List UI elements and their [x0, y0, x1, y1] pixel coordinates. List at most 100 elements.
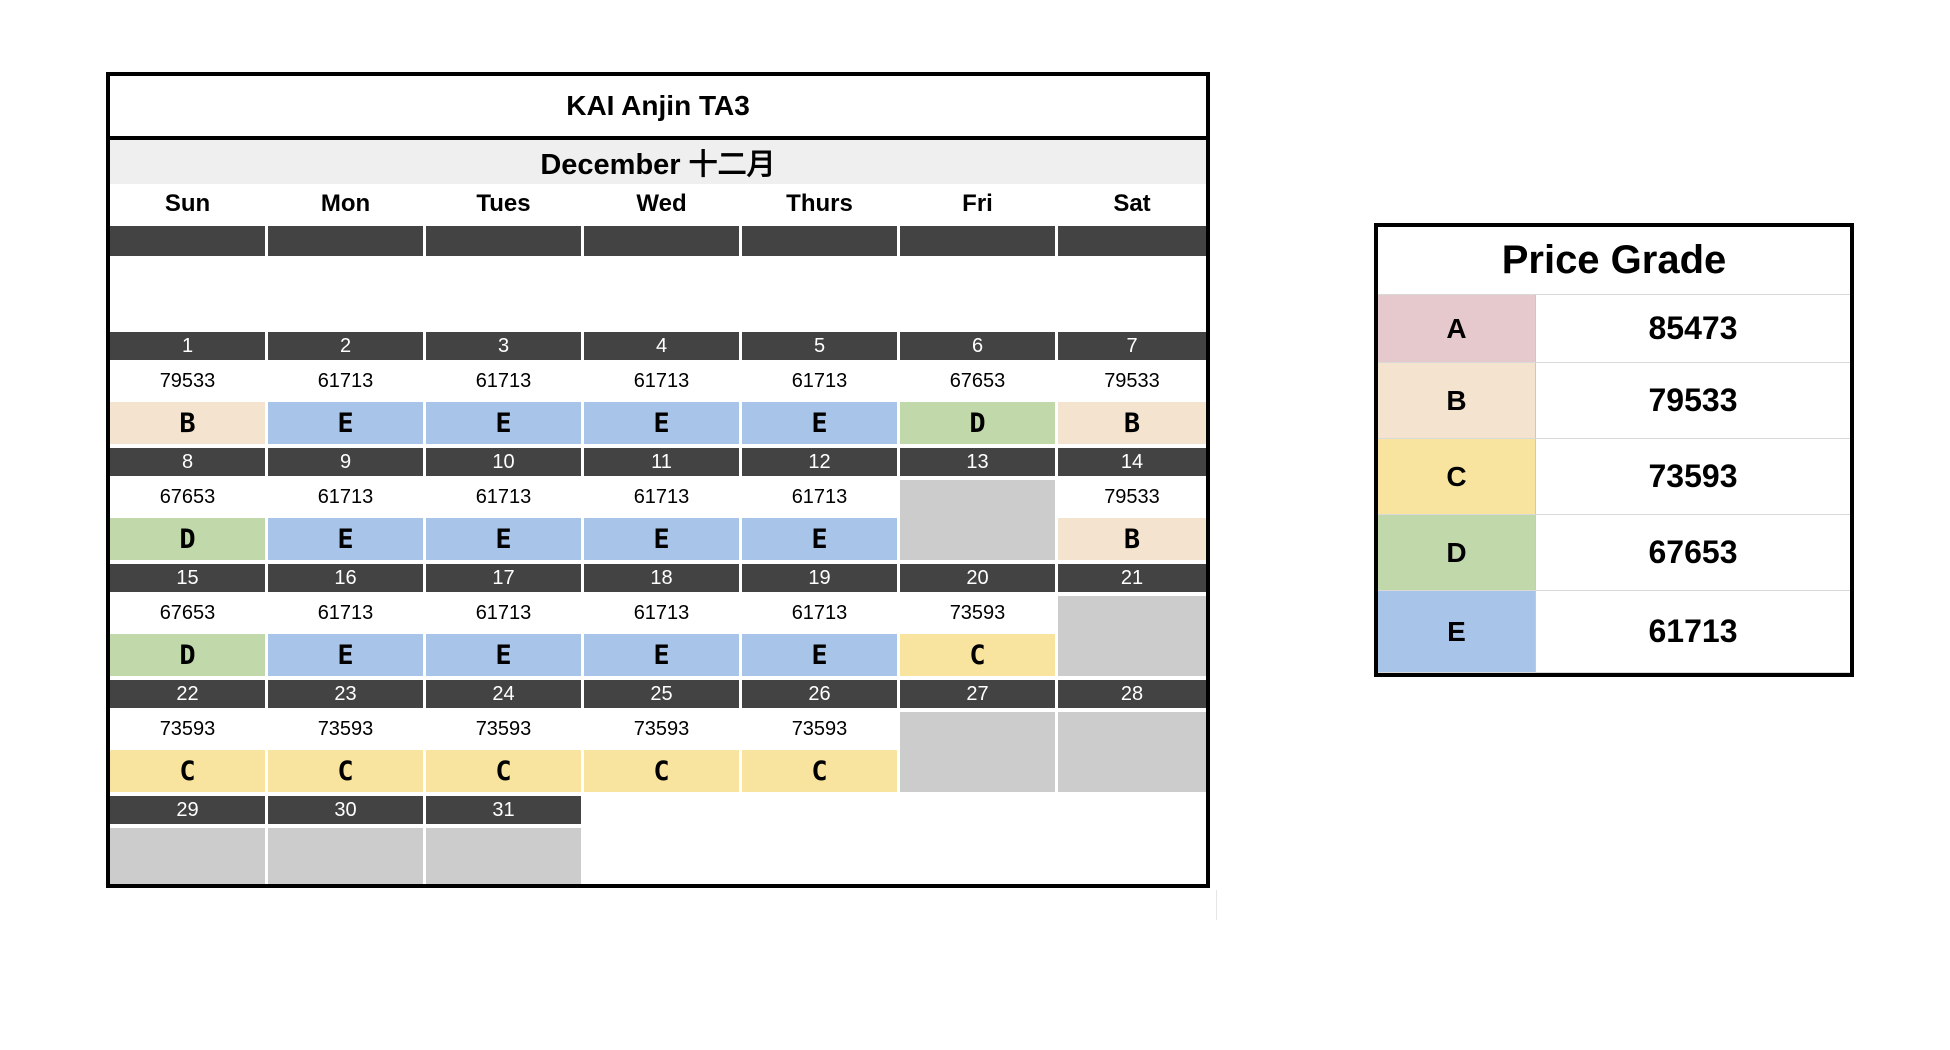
day-grade: E [268, 518, 423, 560]
unavailable-day [110, 828, 265, 884]
day-price: 61713 [268, 480, 423, 514]
day-of-week-header: Wed [584, 186, 739, 222]
legend-row: B 79533 [1378, 363, 1850, 439]
day-number: 15 [110, 564, 265, 592]
day-number: 21 [1058, 564, 1206, 592]
day-of-week-header: Thurs [742, 186, 897, 222]
day-grade: B [1058, 518, 1206, 560]
day-grade: E [268, 402, 423, 444]
day-number: 6 [900, 332, 1055, 360]
day-grade: D [110, 518, 265, 560]
day-price: 61713 [584, 364, 739, 398]
day-grade: E [742, 634, 897, 676]
day-of-week-header: Sat [1058, 186, 1206, 222]
empty-cell [742, 260, 897, 292]
legend-row: C 73593 [1378, 439, 1850, 515]
legend-grade: A [1378, 295, 1536, 362]
day-price: 79533 [110, 364, 265, 398]
legend-grade: D [1378, 515, 1536, 590]
day-number: 1 [110, 332, 265, 360]
day-number: 17 [426, 564, 581, 592]
day-grade: C [110, 750, 265, 792]
unavailable-day [900, 480, 1055, 560]
day-grade: C [268, 750, 423, 792]
day-price: 67653 [110, 596, 265, 630]
day-price: 61713 [268, 364, 423, 398]
day-number: 8 [110, 448, 265, 476]
empty-cell [110, 296, 265, 328]
day-number: 19 [742, 564, 897, 592]
empty-cell [742, 296, 897, 328]
day-number: 31 [426, 796, 581, 824]
day-grade: E [742, 518, 897, 560]
legend-grade: B [1378, 363, 1536, 438]
legend-row: A 85473 [1378, 295, 1850, 363]
day-grade: B [110, 402, 265, 444]
day-number: 30 [268, 796, 423, 824]
day-grade: C [426, 750, 581, 792]
empty-cell [900, 296, 1055, 328]
day-number: 18 [584, 564, 739, 592]
day-price: 61713 [742, 364, 897, 398]
day-price: 61713 [742, 596, 897, 630]
day-price: 61713 [426, 596, 581, 630]
legend-price: 85473 [1648, 310, 1738, 346]
day-price: 61713 [584, 596, 739, 630]
day-number: 2 [268, 332, 423, 360]
day-number: 20 [900, 564, 1055, 592]
calendar-month: December 十二月 [110, 140, 1206, 184]
day-grade: E [268, 634, 423, 676]
day-number: 14 [1058, 448, 1206, 476]
day-grade: E [584, 518, 739, 560]
day-number: 22 [110, 680, 265, 708]
legend-price: 79533 [1648, 382, 1738, 418]
day-price: 61713 [426, 480, 581, 514]
empty-cell [268, 296, 423, 328]
day-grade: E [426, 518, 581, 560]
day-price: 61713 [268, 596, 423, 630]
day-grade: E [426, 402, 581, 444]
day-number: 12 [742, 448, 897, 476]
day-price: 73593 [584, 712, 739, 746]
day-number: 27 [900, 680, 1055, 708]
day-number: 13 [900, 448, 1055, 476]
day-number: 9 [268, 448, 423, 476]
legend-price: 67653 [1648, 534, 1738, 570]
day-number: 4 [584, 332, 739, 360]
legend-price: 73593 [1648, 458, 1738, 494]
day-price: 73593 [900, 596, 1055, 630]
day-grade: D [110, 634, 265, 676]
day-number: 25 [584, 680, 739, 708]
empty-cell [426, 296, 581, 328]
day-number: 10 [426, 448, 581, 476]
unavailable-day [426, 828, 581, 884]
empty-cell [584, 296, 739, 328]
empty-cell [426, 260, 581, 292]
week-band [110, 226, 265, 256]
day-grade: D [900, 402, 1055, 444]
unavailable-day [900, 712, 1055, 792]
day-price: 61713 [584, 480, 739, 514]
empty-cell [1058, 296, 1206, 328]
day-number: 26 [742, 680, 897, 708]
day-price: 61713 [742, 480, 897, 514]
day-number: 11 [584, 448, 739, 476]
day-number: 3 [426, 332, 581, 360]
day-number: 5 [742, 332, 897, 360]
day-grade: E [742, 402, 897, 444]
day-price: 79533 [1058, 364, 1206, 398]
day-of-week-header: Mon [268, 186, 423, 222]
empty-cell [268, 260, 423, 292]
day-number: 28 [1058, 680, 1206, 708]
unavailable-day [1058, 596, 1206, 676]
divider [1216, 890, 1217, 920]
empty-cell [1058, 260, 1206, 292]
empty-cell [110, 260, 265, 292]
day-price: 67653 [110, 480, 265, 514]
day-grade: E [584, 634, 739, 676]
week-band [742, 226, 897, 256]
legend-grade: C [1378, 439, 1536, 514]
